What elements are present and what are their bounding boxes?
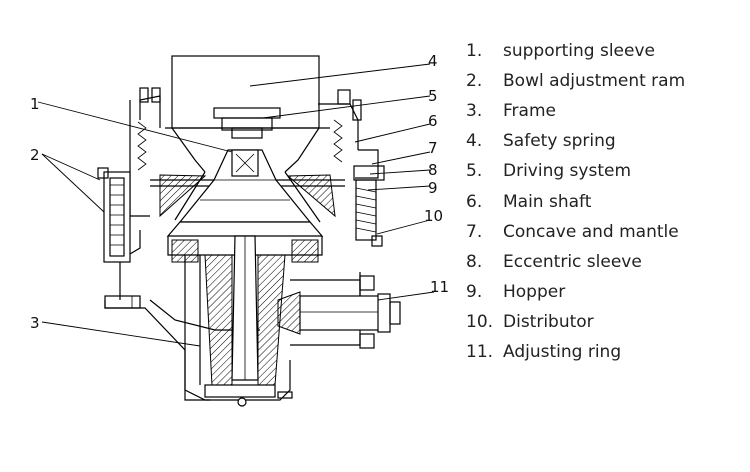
legend-item: 11. Adjusting ring: [466, 337, 750, 367]
legend-item: 2. Bowl adjustment ram: [466, 66, 750, 96]
legend-number: 8.: [466, 251, 483, 272]
callout-2: 2: [30, 146, 40, 164]
callout-3: 3: [30, 314, 40, 332]
bowl-adjustment-ram: [97, 167, 131, 263]
callout-5: 5: [428, 87, 438, 105]
callout-4: 4: [428, 52, 438, 70]
legend-label: supporting sleeve: [503, 41, 655, 62]
driving-system: [277, 275, 401, 349]
legend-number: 4.: [466, 131, 483, 152]
legend-number: 5.: [466, 161, 483, 182]
legend-item: 10. Distributor: [466, 307, 750, 337]
legend-item: 5. Driving system: [466, 156, 750, 186]
legend-number: 2.: [466, 71, 483, 92]
legend-label: Safety spring: [503, 131, 616, 152]
legend-label: Eccentric sleeve: [503, 251, 642, 272]
leader-lines: [37, 63, 435, 347]
callout-numbers: 1 2 3 4 5 6 7 8 9 10 11: [30, 52, 449, 332]
legend-label: Distributor: [503, 311, 594, 332]
callout-10: 10: [424, 207, 443, 225]
tramp-release-springs: [353, 165, 385, 247]
legend-item: 3. Frame: [466, 96, 750, 126]
callout-8: 8: [428, 161, 438, 179]
legend-number: 9.: [466, 281, 483, 302]
legend-item: 8. Eccentric sleeve: [466, 247, 750, 277]
legend-label: Hopper: [503, 281, 566, 302]
callout-1: 1: [30, 95, 40, 113]
legend-label: Main shaft: [503, 191, 592, 212]
eccentric-sleeve: [171, 239, 319, 407]
legend-item: 4. Safety spring: [466, 126, 750, 156]
cone-crusher-drawing: 1 2 3 4 5 6 7 8 9 10 11: [30, 52, 449, 407]
parts-legend: 1. supporting sleeve 2. Bowl adjustment ra…: [466, 36, 750, 367]
legend-item: 9. Hopper: [466, 277, 750, 307]
legend-label: Frame: [503, 101, 556, 122]
legend-number: 7.: [466, 221, 483, 242]
legend-number: 6.: [466, 191, 483, 212]
legend-number: 10.: [466, 311, 494, 332]
legend-item: 6. Main shaft: [466, 186, 750, 216]
legend-item: 7. Concave and mantle: [466, 217, 750, 247]
callout-11: 11: [430, 278, 449, 296]
main-shaft: [166, 149, 324, 381]
upper-housing: [129, 87, 379, 217]
callout-7: 7: [428, 139, 438, 157]
legend-label: Concave and mantle: [503, 221, 679, 242]
legend-number: 1.: [466, 41, 483, 62]
callout-6: 6: [428, 112, 438, 130]
legend-label: Driving system: [503, 161, 632, 182]
legend-number: 11.: [466, 341, 494, 362]
legend-label: Adjusting ring: [503, 341, 622, 362]
legend-number: 3.: [466, 101, 483, 122]
concave-and-mantle: [150, 149, 345, 223]
legend-label: Bowl adjustment ram: [503, 71, 686, 92]
callout-9: 9: [428, 179, 438, 197]
legend-item: 1. supporting sleeve: [466, 36, 750, 66]
